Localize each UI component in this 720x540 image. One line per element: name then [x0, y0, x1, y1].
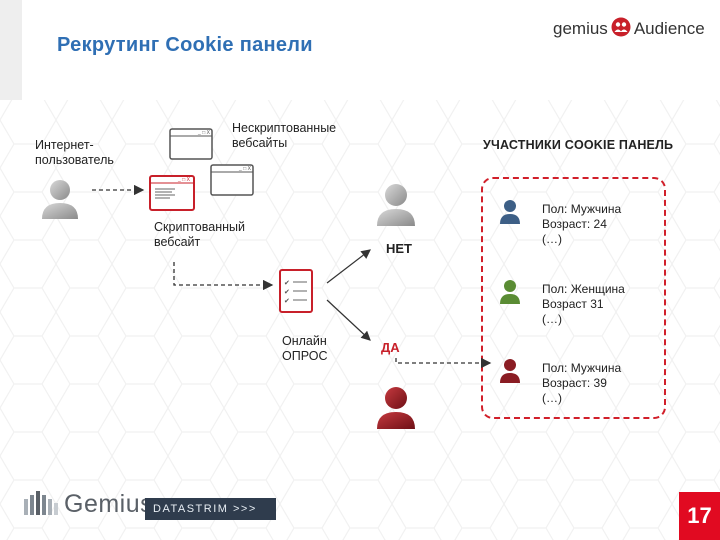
- panelist-male-icon: [500, 200, 520, 224]
- accepted-user-icon: [377, 387, 415, 429]
- panelist-female-icon: [500, 280, 520, 304]
- panelist-1-info: Пол: Мужчина Возраст: 24 (…): [542, 202, 622, 246]
- internet-user-icon: [42, 180, 78, 219]
- panelist-2-info: Пол: Женщина Возраст 31 (…): [542, 282, 625, 326]
- browser-window-icon: _ □ X: [210, 164, 254, 196]
- page-number: 17: [679, 492, 720, 540]
- survey-label: Онлайн ОПРОС: [282, 334, 328, 363]
- panelist-male-icon: [500, 359, 520, 383]
- arrow-website-to-survey: [173, 262, 274, 291]
- logo-gemius-text: gemius: [553, 19, 608, 38]
- svg-text:✔: ✔: [284, 279, 290, 287]
- people-group-icon: [611, 17, 631, 42]
- scripted-website-icon: _ □ X: [149, 175, 195, 211]
- datastrim-logo: DATASTRIM >>>: [145, 498, 276, 520]
- survey-document-icon: ✔ ✔ ✔: [279, 269, 313, 313]
- arrow-survey-to-yes: [326, 299, 371, 341]
- svg-text:✔: ✔: [284, 288, 290, 296]
- arrow-yes-to-panel: [395, 357, 492, 369]
- arrow-survey-to-no: [326, 249, 371, 284]
- svg-text:_ □ X: _ □ X: [197, 130, 211, 136]
- gemius-bars-icon: [24, 490, 58, 515]
- svg-text:_ □ X: _ □ X: [177, 177, 191, 183]
- left-accent-bar: [0, 0, 22, 100]
- browser-window-icon: _ □ X: [169, 128, 213, 160]
- no-label: НЕТ: [386, 241, 412, 256]
- gemius-footer-logo: Gemius: [24, 490, 153, 519]
- internet-user-label: Интернет- пользователь: [35, 138, 114, 167]
- yes-label: ДА: [381, 340, 400, 355]
- non-scripted-websites-label: Нескриптованные вебсайты: [232, 121, 337, 150]
- page-title: Рекрутинг Cookie панели: [57, 34, 313, 56]
- scripted-website-label: Скриптованный вебсайт: [154, 220, 245, 249]
- rejected-user-icon: [377, 184, 415, 226]
- svg-text:✔: ✔: [284, 297, 290, 305]
- logo-audience-text: Audience: [633, 19, 705, 38]
- panel-header: УЧАСТНИКИ COOKIE ПАНЕЛЬ: [483, 138, 674, 152]
- gemius-audience-logo: gemius Audience: [553, 14, 705, 44]
- gemius-brand-text: Gemius: [64, 490, 154, 518]
- svg-text:_ □ X: _ □ X: [238, 166, 252, 172]
- panel-members-box: [481, 177, 666, 419]
- panelist-3-info: Пол: Мужчина Возраст: 39 (…): [542, 361, 622, 405]
